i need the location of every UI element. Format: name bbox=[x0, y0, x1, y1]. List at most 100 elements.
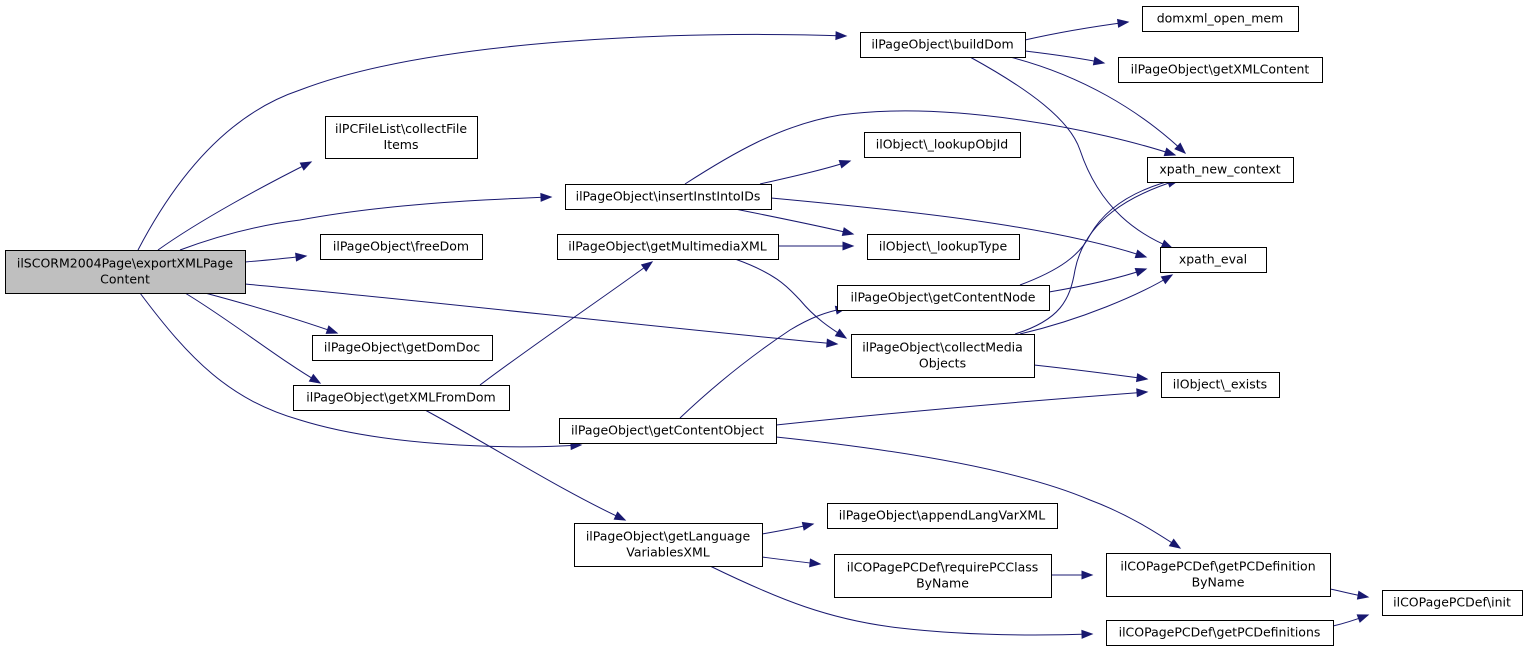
node-exists[interactable]: ilObject\_exists bbox=[1161, 372, 1280, 398]
edge-exportXMLPageContent-to-collectMediaObjects bbox=[244, 283, 839, 348]
arrow-head-icon bbox=[1134, 268, 1148, 277]
node-label: ilPageObject\getDomDoc bbox=[324, 340, 480, 355]
node-box bbox=[320, 234, 483, 260]
arrow-head-icon bbox=[1168, 538, 1182, 549]
edge-line bbox=[775, 391, 1148, 426]
node-appendLangVarXML[interactable]: ilPageObject\appendLangVarXML bbox=[827, 503, 1058, 529]
node-box bbox=[834, 554, 1052, 598]
node-getContentNode[interactable]: ilPageObject\getContentNode bbox=[837, 285, 1050, 311]
node-getContentObject[interactable]: ilPageObject\getContentObject bbox=[559, 418, 777, 444]
arrow-head-icon bbox=[1135, 373, 1149, 383]
edge-insertInstIntoIDs-to-xpath_new_context bbox=[684, 110, 1177, 185]
edge-line bbox=[1019, 274, 1173, 335]
edge-exportXMLPageContent-to-freeDom bbox=[244, 252, 308, 263]
node-buildDom[interactable]: ilPageObject\buildDom bbox=[860, 32, 1026, 58]
node-domxml_open_mem[interactable]: domxml_open_mem bbox=[1142, 6, 1299, 32]
node-label: ilPageObject\freeDom bbox=[333, 239, 469, 254]
node-lookupObjId[interactable]: ilObject\_lookupObjId bbox=[864, 132, 1021, 158]
arrow-head-icon bbox=[1356, 614, 1370, 623]
node-box bbox=[574, 523, 763, 567]
edge-getMultimediaXML-to-lookupType bbox=[777, 241, 855, 251]
arrow-head-icon bbox=[299, 161, 313, 171]
node-init[interactable]: ilCOPagePCDef\init bbox=[1382, 590, 1523, 616]
arrow-head-icon bbox=[841, 227, 855, 236]
edge-line bbox=[679, 307, 847, 419]
node-getMultimediaXML[interactable]: ilPageObject\getMultimediaXML bbox=[557, 234, 779, 260]
edge-getContentObject-to-exists bbox=[775, 388, 1149, 426]
edge-line bbox=[1024, 21, 1129, 41]
edge-line bbox=[969, 56, 1173, 249]
node-box bbox=[325, 116, 478, 159]
arrow-head-icon bbox=[308, 373, 322, 384]
node-box bbox=[867, 234, 1020, 260]
node-getXMLContent[interactable]: ilPageObject\getXMLContent bbox=[1118, 57, 1323, 83]
edge-line bbox=[734, 258, 847, 339]
arrow-head-icon bbox=[1163, 147, 1177, 157]
edges-layer bbox=[137, 18, 1370, 639]
node-lookupType[interactable]: ilObject\_lookupType bbox=[867, 234, 1020, 260]
node-label: Objects bbox=[919, 356, 966, 371]
node-label: VariablesXML bbox=[626, 545, 709, 560]
arrow-head-icon bbox=[1081, 629, 1094, 639]
arrow-head-icon bbox=[1136, 388, 1149, 398]
edge-line bbox=[204, 292, 338, 334]
node-label: ilPageObject\appendLangVarXML bbox=[839, 508, 1045, 523]
edge-getXMLFromDom-to-getLanguageVariablesXML bbox=[424, 409, 627, 521]
edge-getMultimediaXML-to-collectMediaObjects bbox=[734, 258, 848, 339]
arrow-head-icon bbox=[835, 31, 848, 41]
node-xpath_eval[interactable]: xpath_eval bbox=[1160, 247, 1267, 273]
node-label: ilObject\_exists bbox=[1173, 377, 1267, 392]
edge-line bbox=[1048, 268, 1147, 293]
arrow-head-icon bbox=[842, 241, 855, 251]
edge-line bbox=[770, 197, 1147, 258]
node-box bbox=[1106, 620, 1334, 646]
node-label: ilPageObject\collectMedia bbox=[862, 340, 1023, 355]
arrow-head-icon bbox=[325, 325, 339, 334]
node-label: ilCOPagePCDef\getPCDefinition bbox=[1120, 559, 1315, 574]
edge-getContentObject-to-getPCDefinitionByName bbox=[775, 436, 1182, 549]
node-label: ilObject\_lookupObjId bbox=[876, 137, 1008, 152]
node-box bbox=[1161, 372, 1280, 398]
edge-line bbox=[139, 292, 582, 448]
node-box bbox=[1382, 590, 1523, 616]
arrow-head-icon bbox=[1174, 142, 1187, 154]
edge-line bbox=[157, 161, 312, 251]
node-xpath_new_context[interactable]: xpath_new_context bbox=[1147, 157, 1294, 183]
edge-line bbox=[734, 208, 854, 235]
arrow-head-icon bbox=[1160, 274, 1174, 285]
node-getXMLFromDom[interactable]: ilPageObject\getXMLFromDom bbox=[293, 385, 510, 411]
node-label: ilPageObject\getContentObject bbox=[571, 423, 764, 438]
edge-getPCDefinitions-to-init bbox=[1332, 614, 1370, 627]
node-box bbox=[557, 234, 779, 260]
edge-buildDom-to-domxml_open_mem bbox=[1024, 18, 1130, 41]
node-insertInstIntoIDs[interactable]: ilPageObject\insertInstIntoIDs bbox=[565, 184, 772, 210]
edge-exportXMLPageContent-to-getXMLFromDom bbox=[184, 292, 322, 384]
arrow-head-icon bbox=[1092, 56, 1106, 66]
node-label: ilPCFileList\collectFile bbox=[335, 121, 467, 136]
node-freeDom[interactable]: ilPageObject\freeDom bbox=[320, 234, 483, 260]
node-box bbox=[565, 184, 772, 210]
node-label: ilPageObject\getXMLFromDom bbox=[306, 390, 495, 405]
node-box bbox=[1142, 6, 1299, 32]
node-box bbox=[864, 132, 1021, 158]
node-getPCDefinitions[interactable]: ilCOPagePCDef\getPCDefinitions bbox=[1106, 620, 1334, 646]
edge-line bbox=[775, 436, 1181, 549]
node-label: domxml_open_mem bbox=[1157, 11, 1284, 26]
arrow-head-icon bbox=[295, 252, 308, 262]
node-label: ilSCORM2004Page\exportXMLPage bbox=[17, 256, 234, 271]
node-label: ByName bbox=[916, 576, 969, 591]
edge-collectMediaObjects-to-xpath_eval bbox=[1019, 274, 1174, 335]
edge-insertInstIntoIDs-to-lookupType bbox=[734, 208, 855, 236]
node-label: xpath_new_context bbox=[1159, 162, 1280, 177]
node-label: ilObject\_lookupType bbox=[879, 239, 1008, 254]
node-getDomDoc[interactable]: ilPageObject\getDomDoc bbox=[312, 335, 493, 361]
node-box bbox=[559, 418, 777, 444]
node-label: Content bbox=[100, 272, 150, 287]
